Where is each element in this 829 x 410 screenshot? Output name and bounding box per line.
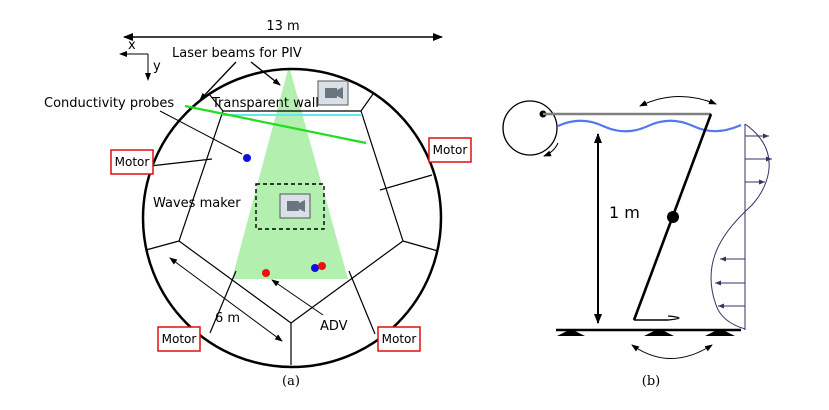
wavemaker-pentagon [178, 110, 404, 324]
measurement-window [255, 183, 325, 230]
side-label: 6 m [215, 311, 240, 326]
motor-box-bottom-right: Motor [377, 326, 421, 352]
depth-label: 1 m [609, 203, 640, 222]
motor-box-bottom-left: Motor [157, 326, 201, 352]
adv-dot [262, 269, 270, 277]
laser-label: Laser beams for PIV [172, 46, 302, 61]
motor-label: Motor [162, 332, 197, 346]
pivot-joint [667, 211, 679, 223]
panel-b: 1 m (b) [502, 95, 772, 389]
adv-label: ADV [320, 319, 348, 334]
panel-a: x y 13 m Laser be [44, 19, 472, 389]
adv-dot [318, 262, 326, 270]
width-dimension: 13 m [123, 19, 443, 41]
caption-a: (a) [282, 374, 300, 389]
motor-label: Motor [433, 143, 468, 157]
camera-icon [279, 193, 311, 219]
wavemaker-label: Waves maker [153, 196, 241, 211]
width-label: 13 m [266, 19, 299, 34]
motor-label: Motor [382, 332, 417, 346]
motor-box-left: Motor [110, 149, 154, 175]
velocity-profile [710, 123, 772, 330]
tank-circle [141, 67, 443, 369]
probe-dot [243, 154, 251, 162]
motor-box-right: Motor [428, 137, 472, 163]
paddle [632, 113, 713, 321]
wall-label: Transparent wall [211, 96, 319, 111]
y-axis-label: y [153, 59, 161, 74]
axes-indicator: x y [119, 38, 161, 81]
bottom-rail [556, 328, 741, 336]
water-surface [557, 119, 742, 133]
x-axis-label: x [128, 38, 136, 53]
laser-sheet [232, 66, 348, 279]
probes-label: Conductivity probes [44, 96, 174, 111]
camera-icon [317, 80, 349, 106]
probe-dot [311, 264, 319, 272]
drive-wheel [502, 100, 558, 156]
caption-b: (b) [642, 374, 660, 389]
motor-label: Motor [115, 155, 150, 169]
laser-line [184, 104, 367, 145]
